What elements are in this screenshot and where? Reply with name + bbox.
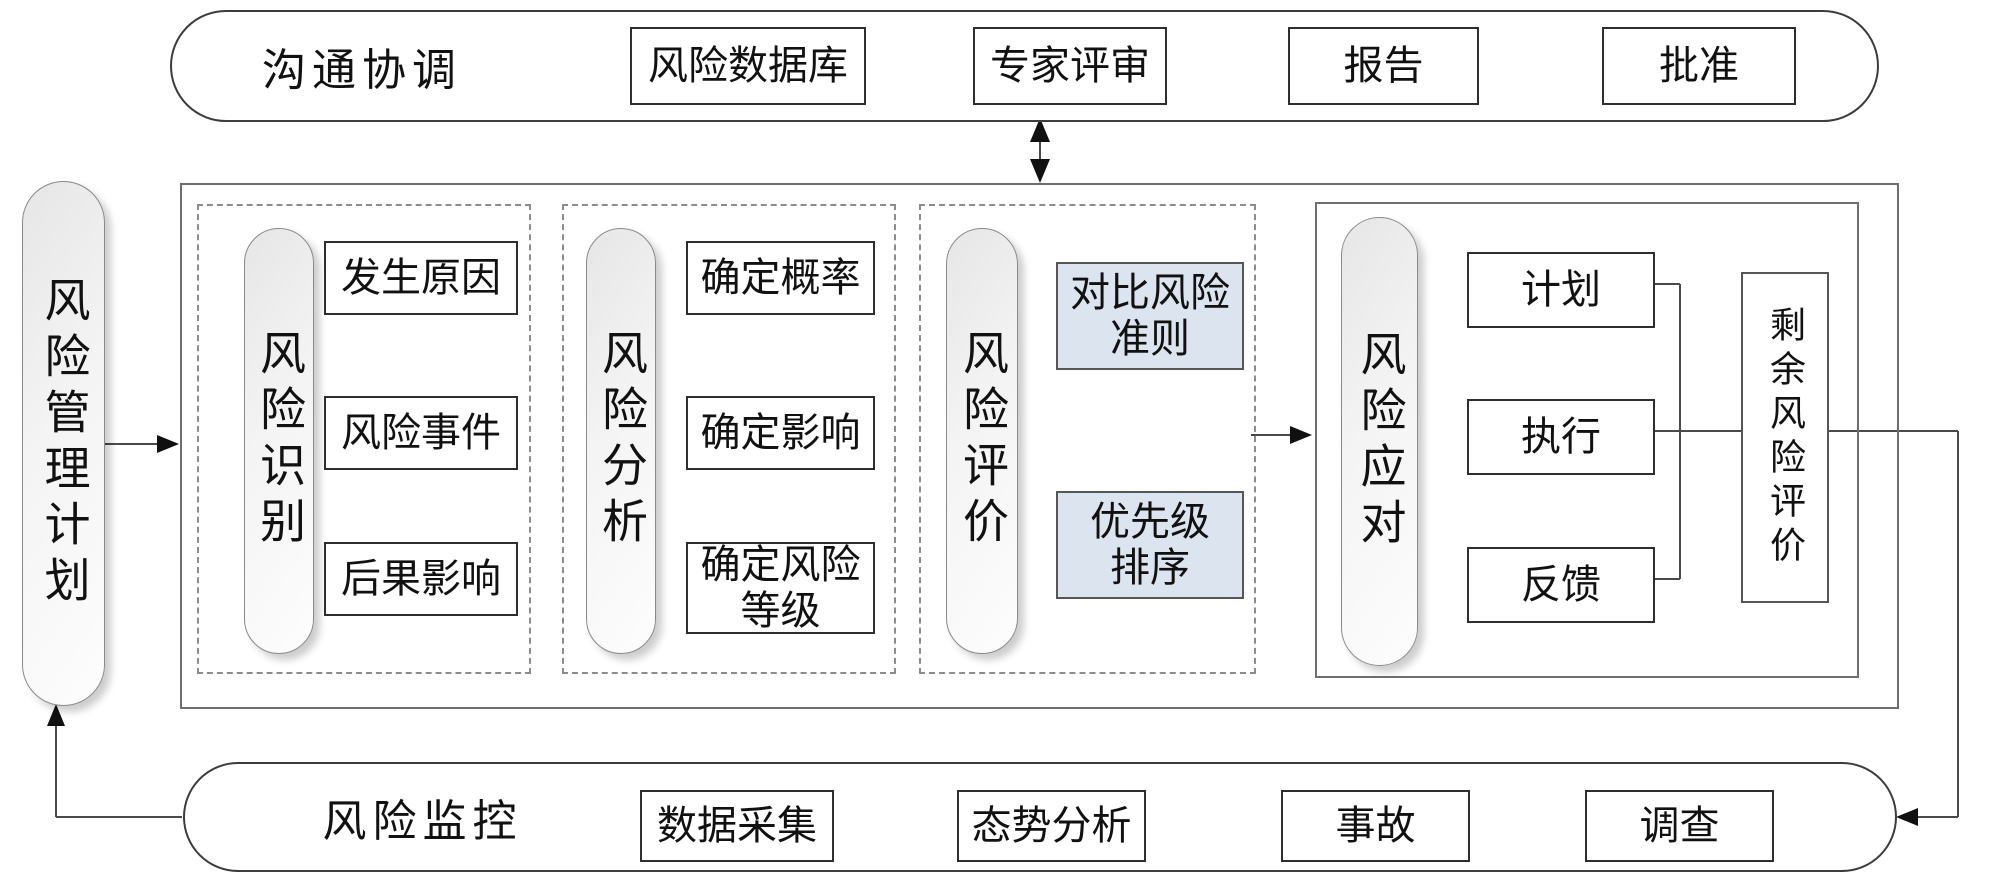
plan-box: 计划 — [1467, 252, 1655, 328]
right-feedback-arrow-head — [1896, 808, 1918, 826]
evaluation-arrow-head — [1290, 426, 1312, 444]
identification-panel: 风险识别 发生原因 风险事件 后果影响 — [197, 204, 531, 674]
report-box: 报告 — [1288, 27, 1479, 105]
monitoring-bar: 风险监控 数据采集 态势分析 事故 调查 — [183, 762, 1897, 872]
evaluation-pill: 风险评价 — [946, 228, 1018, 654]
top-double-arrow-down-head — [1030, 159, 1050, 183]
evaluation-panel: 风险评价 对比风险 准则 优先级 排序 — [919, 204, 1256, 674]
top-double-arrow-up-head — [1030, 118, 1050, 142]
accident-box: 事故 — [1281, 790, 1470, 862]
left-feedback-arrow-head — [47, 704, 65, 726]
approval-box: 批准 — [1602, 27, 1796, 105]
priority-ranking-box: 优先级 排序 — [1056, 491, 1244, 599]
analysis-panel: 风险分析 确定概率 确定影响 确定风险 等级 — [562, 204, 896, 674]
expert-review-box: 专家评审 — [973, 27, 1167, 105]
identification-pill: 风险识别 — [244, 228, 314, 654]
probability-box: 确定概率 — [686, 241, 875, 315]
data-collection-box: 数据采集 — [640, 790, 834, 862]
consequence-box: 后果影响 — [324, 542, 518, 616]
risk-database-box: 风险数据库 — [630, 27, 866, 105]
response-pill: 风险应对 — [1341, 217, 1418, 666]
risk-criteria-box: 对比风险 准则 — [1056, 262, 1244, 370]
communication-bar: 沟通协调 风险数据库 专家评审 报告 批准 — [170, 10, 1879, 122]
risk-level-box: 确定风险 等级 — [686, 542, 875, 634]
risk-event-box: 风险事件 — [324, 396, 518, 470]
investigation-box: 调查 — [1585, 790, 1774, 862]
monitoring-label: 风险监控 — [322, 797, 523, 846]
risk-management-plan-pill: 风险管理计划 — [22, 181, 105, 706]
execute-box: 执行 — [1467, 399, 1655, 475]
communication-label: 沟通协调 — [262, 46, 462, 95]
main-process-box: 风险识别 发生原因 风险事件 后果影响 风险分析 确定概率 确定影响 确定风险 … — [180, 183, 1899, 709]
plan-arrow-head — [157, 435, 179, 453]
cause-box: 发生原因 — [324, 241, 518, 315]
feedback-box: 反馈 — [1467, 547, 1655, 623]
response-panel: 风险应对 计划 执行 反馈 剩余风险评价 — [1315, 202, 1859, 678]
analysis-pill: 风险分析 — [586, 228, 656, 654]
situation-analysis-box: 态势分析 — [957, 790, 1146, 862]
residual-risk-box: 剩余风险评价 — [1741, 272, 1829, 603]
impact-box: 确定影响 — [686, 396, 875, 470]
